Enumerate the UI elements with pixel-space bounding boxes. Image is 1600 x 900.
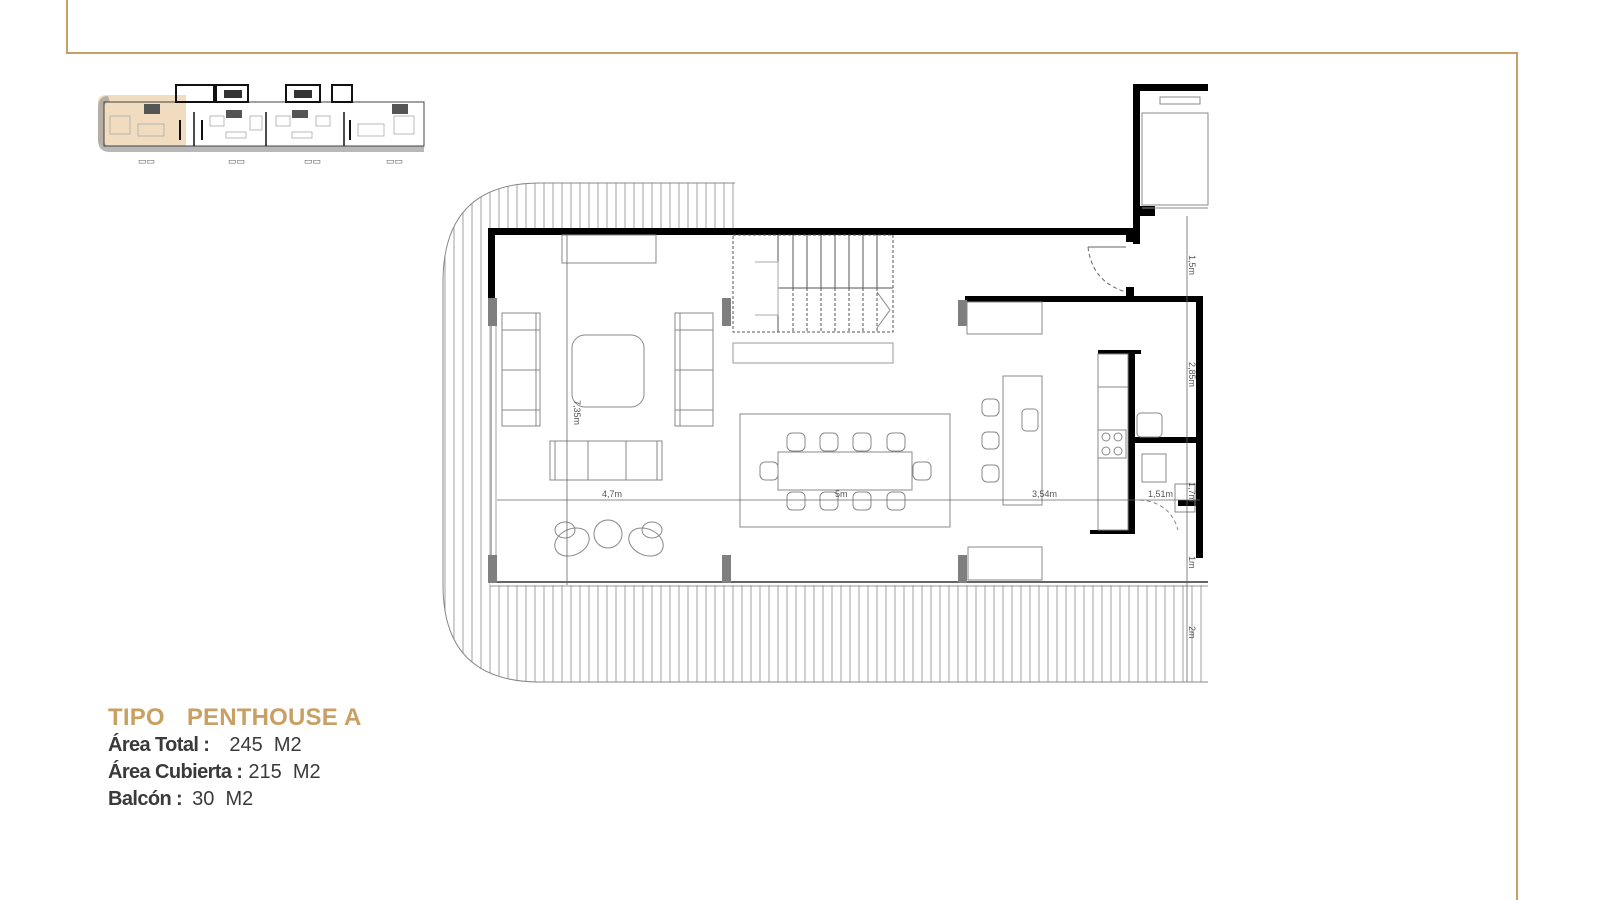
dim-living-width: 4,7m xyxy=(602,489,622,499)
elevator-lobby xyxy=(1141,96,1209,209)
svg-text:▭▭: ▭▭ xyxy=(304,156,321,166)
area-total-value: 245 M2 xyxy=(229,734,302,756)
coffee-table xyxy=(571,334,645,408)
console xyxy=(561,234,657,264)
dim-balcony-depth: 2m xyxy=(1187,626,1197,639)
balcon-row: Balcón : 30 M2 xyxy=(108,786,361,813)
dim-service-width: 1,51m xyxy=(1148,489,1173,499)
dining-furniture xyxy=(739,413,951,528)
key-plan: ▭▭ ▭▭ ▭▭ ▭▭ xyxy=(98,84,425,166)
dimension-labels: 4,7m 5m 3,54m 1,51m 7,35m 1,5m 2,85m 1,7… xyxy=(572,255,1197,639)
frame-border-right xyxy=(1516,52,1518,900)
dim-kitchen-depth: 2,85m xyxy=(1187,362,1197,387)
rug xyxy=(739,413,951,528)
dim-dining-width: 5m xyxy=(835,489,848,499)
service-room xyxy=(1136,412,1196,531)
dim-kitchen-width: 3,54m xyxy=(1032,489,1057,499)
frame-border-top xyxy=(66,52,1518,54)
area-total-label: Área Total : xyxy=(108,734,210,756)
dim-living-depth: 7,35m xyxy=(572,400,582,425)
area-total-row: Área Total : 245 M2 xyxy=(108,732,361,759)
dim-entry-depth: 1,5m xyxy=(1187,255,1197,275)
unit-name: PENTHOUSE A xyxy=(186,704,362,731)
living-furniture xyxy=(501,234,714,557)
balcon-value: 30 M2 xyxy=(192,788,254,810)
tipo-label: TIPO xyxy=(108,704,165,731)
kitchen xyxy=(966,301,1129,581)
unit-info-panel: TIPO PENTHOUSE A Área Total : 245 M2 Áre… xyxy=(108,704,361,813)
dimension-lines xyxy=(497,216,1200,682)
dim-corridor: 1m xyxy=(1187,556,1197,569)
columns xyxy=(488,298,967,583)
balcony-deck xyxy=(442,182,1208,683)
svg-text:▭▭: ▭▭ xyxy=(138,156,155,166)
kitchen-island xyxy=(1002,375,1043,506)
area-cubierta-label: Área Cubierta : xyxy=(108,761,243,783)
dim-service-depth: 1,7m xyxy=(1187,482,1197,502)
area-cubierta-row: Área Cubierta : 215 M2 xyxy=(108,759,361,786)
svg-text:▭▭: ▭▭ xyxy=(386,156,403,166)
staircase xyxy=(732,234,894,364)
balcon-label: Balcón : xyxy=(108,788,183,810)
svg-text:▭▭: ▭▭ xyxy=(228,156,245,166)
dining-table xyxy=(777,451,913,491)
frame-border-left-top xyxy=(66,0,68,54)
unit-title: TIPO PENTHOUSE A xyxy=(108,704,361,732)
entry-door xyxy=(1087,246,1127,293)
walls xyxy=(488,84,1208,558)
area-cubierta-value: 215 M2 xyxy=(248,761,321,783)
